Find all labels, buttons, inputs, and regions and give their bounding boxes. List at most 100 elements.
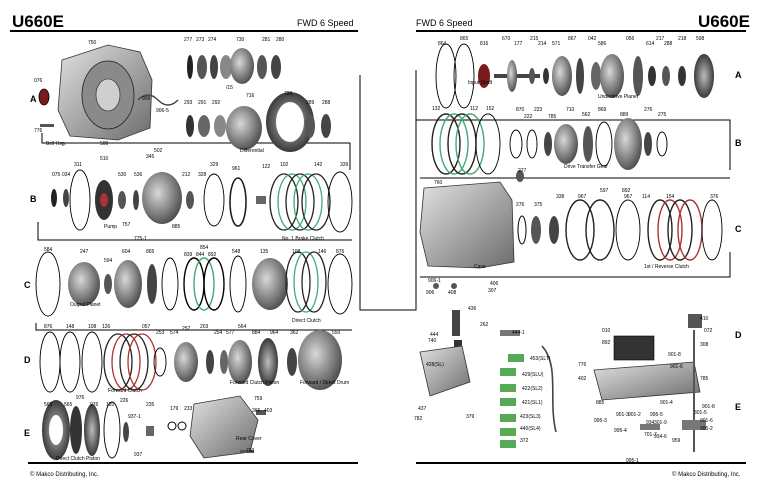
left-row-label-c: C xyxy=(24,280,31,290)
left-caption-2: Pump xyxy=(104,224,117,230)
left-part-number-37: 775-1 xyxy=(134,236,147,242)
left-part-number-75: 235 xyxy=(146,402,155,408)
right-part-number-30: 277 xyxy=(518,168,527,174)
left-part-number-61: 203 xyxy=(200,324,209,330)
right-part-number-73: 885 xyxy=(596,400,605,406)
right-page-title: U660E xyxy=(698,12,750,31)
bell-housing xyxy=(57,44,153,141)
right-part-number-34: 338 xyxy=(556,194,565,200)
left-part-number-78: 179 xyxy=(170,406,179,412)
left-part-number-60: 257 xyxy=(182,326,191,332)
right-part-number-19: 152 xyxy=(486,106,495,112)
left-part-number-18: /15 xyxy=(226,85,233,91)
right-part-number-42: 906-1 xyxy=(428,278,441,284)
left-part-number-25: 536 xyxy=(134,172,143,178)
left-part-number-35: 339 xyxy=(340,162,349,168)
left-row-label-b: B xyxy=(30,194,37,204)
left-part-number-32: 122 xyxy=(262,164,271,170)
connector-lines xyxy=(35,70,731,331)
left-part-number-22: 034 xyxy=(62,172,71,178)
right-part-number-65: 410 xyxy=(700,316,709,322)
left-part-number-14: 716 xyxy=(246,93,255,99)
right-part-number-8: 867 xyxy=(568,36,577,42)
left-caption-3: No. 1 Brake Clutch xyxy=(282,236,324,242)
right-row-label-a: A xyxy=(735,70,742,80)
right-part-number-2: 816 xyxy=(480,41,489,47)
right-part-number-46: 307 xyxy=(488,288,497,294)
left-part-number-1: 076 xyxy=(34,78,43,84)
left-part-number-72: 976 xyxy=(90,402,99,408)
right-part-number-62: 379 xyxy=(466,414,475,420)
left-part-number-3: 277 xyxy=(184,37,193,43)
right-page-rule-bottom xyxy=(416,462,746,464)
right-part-number-4: 177 xyxy=(514,41,523,47)
right-part-number-88: 301-9 xyxy=(654,420,667,426)
left-part-number-24: 530 xyxy=(118,172,127,178)
right-part-number-1: 865 xyxy=(460,36,469,42)
left-part-number-21: 075 xyxy=(52,172,61,178)
right-part-number-5: 215 xyxy=(530,36,539,42)
tube-906 xyxy=(137,94,179,106)
right-caption-0: Input Shaft xyxy=(468,80,493,86)
left-part-number-62: 254 xyxy=(214,330,223,336)
drive-transfer-row xyxy=(431,113,668,175)
left-part-number-56: 126 xyxy=(102,324,111,330)
left-part-number-66: 964 xyxy=(270,330,279,336)
right-page-rule-top xyxy=(416,30,746,32)
right-part-number-76: 301-5 xyxy=(694,410,707,416)
left-part-number-44: 839 xyxy=(184,252,193,258)
right-part-number-12: 614 xyxy=(646,41,655,47)
right-caption-1: Underdrive Planet xyxy=(598,94,639,100)
left-part-number-19: 500 xyxy=(100,141,109,147)
left-part-number-4: 273 xyxy=(196,37,205,43)
left-part-number-38: 885 xyxy=(172,224,181,230)
left-part-number-81: 366 xyxy=(252,408,261,414)
left-part-number-51: 146 xyxy=(318,249,327,255)
left-part-number-11: 293 xyxy=(184,100,193,106)
left-part-number-83: 760 xyxy=(246,448,255,454)
bolt-776 xyxy=(40,124,54,127)
right-part-number-83: 959 xyxy=(672,438,681,444)
left-part-number-50: 108 xyxy=(292,249,301,255)
left-page-subtitle: FWD 6 Speed xyxy=(297,18,354,28)
direct-clutch-row xyxy=(42,395,266,460)
left-part-number-67: 362 xyxy=(290,330,299,336)
left-part-number-43: 865 xyxy=(146,249,155,255)
right-part-number-18: 112 xyxy=(470,106,478,112)
right-part-number-38: 892 xyxy=(622,188,631,194)
right-row-label-c: C xyxy=(735,224,742,234)
right-part-number-86: 995-4 xyxy=(614,428,627,434)
right-part-number-51: 740 xyxy=(428,338,437,344)
right-part-number-59: 372 xyxy=(520,438,529,444)
right-part-number-15: 218 xyxy=(678,36,687,42)
left-part-number-16: 289 xyxy=(306,100,315,106)
oil-pan-and-filter xyxy=(593,335,701,401)
right-part-number-79: 995-3 xyxy=(594,418,607,424)
right-caption-4: 1st / Reverse Clutch xyxy=(644,264,689,270)
left-part-number-12: 291 xyxy=(198,100,207,106)
left-part-number-8: 280 xyxy=(276,37,285,43)
right-part-number-72: 402 xyxy=(578,376,587,382)
right-part-number-89: 701-7 xyxy=(644,432,657,438)
right-part-number-64: 892 xyxy=(602,340,611,346)
left-page-rule-bottom xyxy=(28,462,358,464)
forward-clutch-row xyxy=(39,330,342,393)
right-part-number-66: 072 xyxy=(704,328,713,334)
right-part-number-35: 967 xyxy=(578,194,587,200)
right-part-number-85: 995-1 xyxy=(626,458,639,464)
left-part-number-55: 108 xyxy=(88,324,97,330)
left-part-number-17: 288 xyxy=(322,100,331,106)
left-row-label-d: D xyxy=(24,355,31,365)
left-part-number-71: 565 xyxy=(64,402,73,408)
right-part-number-43: 906 xyxy=(426,290,435,296)
left-part-number-45: 844 xyxy=(196,252,205,258)
right-part-number-75: 901-8 xyxy=(702,404,715,410)
seal-076 xyxy=(38,88,50,106)
right-part-number-23: 785 xyxy=(548,114,557,120)
left-caption-4: Output Planet xyxy=(70,302,101,308)
right-part-number-28: 276 xyxy=(644,107,653,113)
right-row-label-d: D xyxy=(735,330,742,340)
left-part-number-69: 565 xyxy=(44,402,53,408)
